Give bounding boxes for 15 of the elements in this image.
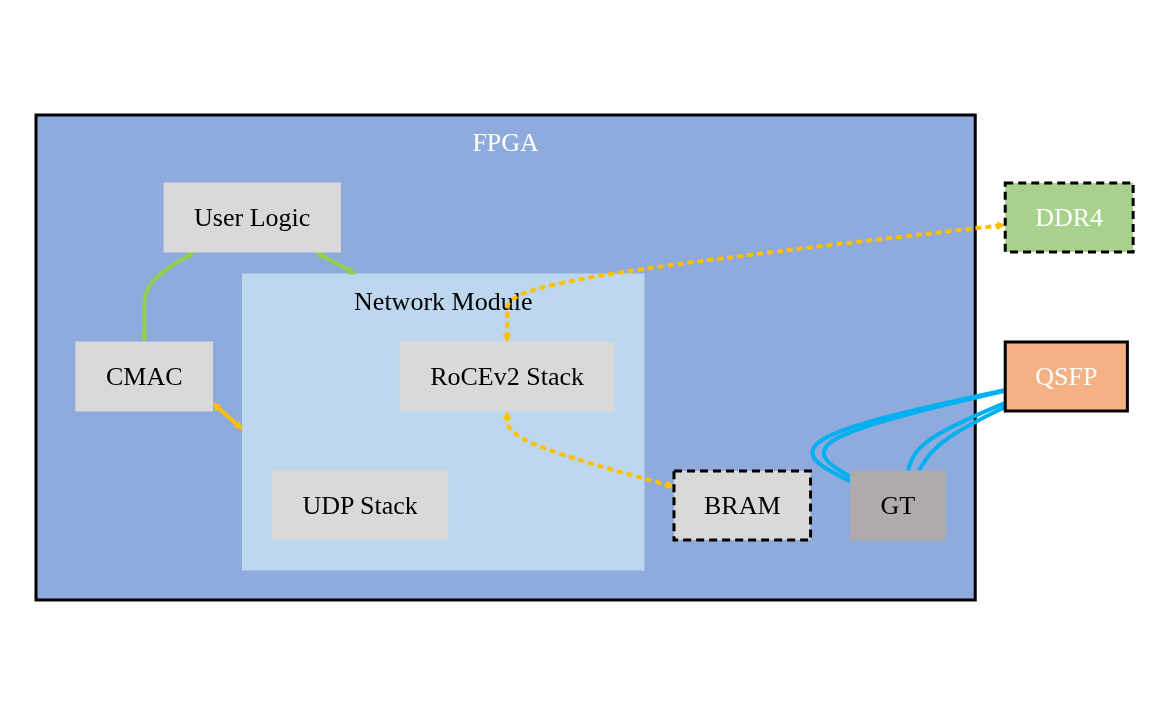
arrow bbox=[503, 410, 675, 489]
node-box: BRAM bbox=[672, 469, 813, 541]
node-box: User Logic bbox=[164, 182, 342, 252]
arrow bbox=[503, 220, 1006, 342]
arrow bbox=[315, 251, 357, 274]
node-box: QSFP bbox=[1004, 340, 1130, 412]
node-box: GT bbox=[850, 470, 947, 540]
node-box: UDP Stack bbox=[272, 470, 449, 540]
arrow bbox=[212, 402, 244, 430]
node-box: DDR4 bbox=[1004, 181, 1136, 253]
arrow bbox=[140, 251, 195, 342]
connector bbox=[917, 404, 1007, 472]
node-box: CMAC bbox=[75, 341, 214, 411]
node-box: RoCEv2 Stack bbox=[400, 341, 615, 411]
connector bbox=[906, 400, 1007, 472]
